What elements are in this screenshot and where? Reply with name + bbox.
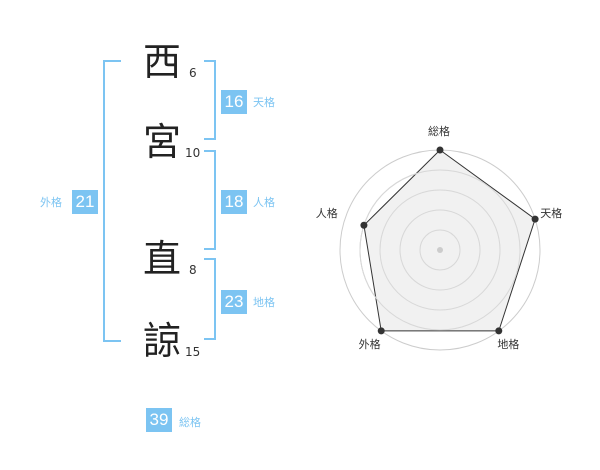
stroke-count-3: 8 — [189, 263, 197, 277]
gaikaku-label: 外格 — [40, 196, 62, 209]
radar-point-2 — [531, 215, 539, 223]
radar-point-1 — [436, 146, 444, 154]
radar-center-dot — [437, 247, 443, 253]
tenkaku-badge: 16 — [221, 90, 247, 114]
tenkaku-label: 天格 — [253, 96, 275, 109]
chikaku-label: 地格 — [253, 296, 275, 309]
soukaku-badge: 39 — [146, 408, 172, 432]
name-char-4: 諒 — [143, 319, 182, 363]
jinkaku-bracket — [204, 150, 216, 250]
gaikaku-bracket — [103, 60, 121, 342]
gaikaku-badge: 21 — [72, 190, 98, 214]
chikaku-badge: 23 — [221, 290, 247, 314]
jinkaku-badge: 18 — [221, 190, 247, 214]
name-char-3: 直 — [143, 237, 182, 281]
radar-axis-label-3: 地格 — [497, 338, 520, 352]
radar-point-4 — [377, 327, 385, 335]
stroke-count-4: 15 — [185, 345, 201, 359]
radar-point-5 — [360, 221, 368, 229]
radar-axis-label-5: 人格 — [315, 206, 338, 220]
radar-axis-label-2: 天格 — [540, 206, 563, 220]
radar-grid-ring-inner — [399, 209, 481, 291]
name-char-2: 宮 — [143, 120, 182, 164]
stroke-count-2: 10 — [185, 146, 201, 160]
soukaku-label: 総格 — [179, 416, 201, 429]
chikaku-bracket — [204, 258, 216, 340]
stroke-count-1: 6 — [189, 66, 197, 80]
radar-series-area — [363, 149, 536, 332]
radar-grid-ring-inner — [359, 169, 521, 331]
radar-axis-label-1: 総格 — [428, 125, 450, 138]
jinkaku-label: 人格 — [253, 196, 275, 209]
name-char-1: 西 — [143, 40, 182, 84]
radar-grid-ring-inner — [379, 189, 501, 311]
tenkaku-bracket — [204, 60, 216, 140]
radar-point-3 — [495, 327, 503, 335]
radar-grid-ring-inner — [419, 229, 461, 271]
radar-axis-label-4: 外格 — [358, 338, 381, 352]
